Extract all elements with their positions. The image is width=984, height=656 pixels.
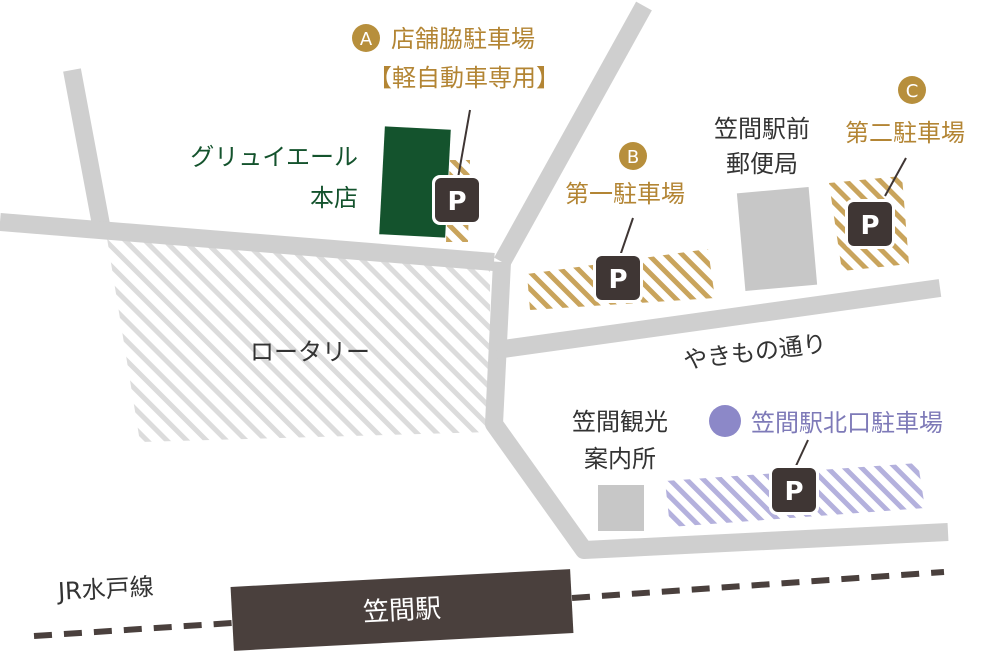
leader-line-b bbox=[619, 217, 634, 257]
post-office-label: 笠間駅前 郵便局 bbox=[714, 115, 810, 178]
parking-sign-c-plate bbox=[848, 202, 892, 246]
parking-sign-north-exit-plate bbox=[772, 468, 816, 512]
road-left-diagonal bbox=[63, 68, 111, 232]
road-yakimono-dori bbox=[494, 279, 942, 359]
parking-sign-b-letter: P bbox=[608, 265, 627, 295]
lot-b-badge-letter: B bbox=[627, 147, 639, 168]
post-office-building bbox=[736, 187, 818, 291]
rotary-area bbox=[106, 232, 490, 442]
parking-sign-a-letter: P bbox=[447, 187, 466, 217]
parking-sign-c: P bbox=[845, 199, 895, 249]
leader-line-c bbox=[884, 157, 907, 197]
tourist-info-label-line-1: 笠間観光 bbox=[572, 408, 668, 436]
station-label: 笠間駅 bbox=[362, 594, 441, 628]
railway-dashes-right bbox=[571, 569, 945, 601]
parking-sign-a: P bbox=[432, 175, 482, 225]
road-network bbox=[0, 1, 949, 559]
store-label-line-2: 本店 bbox=[310, 184, 358, 212]
post-office-label-line-2: 郵便局 bbox=[726, 150, 798, 178]
parking-sign-b: P bbox=[593, 253, 643, 303]
parking-sign-north-exit-letter: P bbox=[784, 477, 803, 507]
station-building: 笠間駅 bbox=[230, 569, 574, 651]
leader-line-a bbox=[457, 109, 471, 179]
parking-sign-a-plate bbox=[435, 178, 479, 222]
lot-b-badge bbox=[619, 142, 647, 170]
railway-jr-mito-line bbox=[33, 569, 945, 639]
parking-lot-a-label: A 店舗脇駐車場 【軽自動車専用】 bbox=[352, 24, 560, 92]
tourist-info-label: 笠間観光 案内所 bbox=[572, 408, 668, 473]
lot-a-name: 店舗脇駐車場 bbox=[391, 25, 535, 53]
station-block bbox=[230, 569, 574, 651]
post-office-label-line-1: 笠間駅前 bbox=[714, 115, 810, 143]
rotary-label: ロータリー bbox=[250, 338, 370, 366]
parking-lot-b-label: B 第一駐車場 bbox=[565, 142, 685, 208]
lot-c-badge-letter: C bbox=[906, 81, 919, 102]
leader-line-north-exit bbox=[794, 439, 809, 469]
lot-a-badge-letter: A bbox=[360, 29, 373, 50]
lot-a-badge bbox=[352, 24, 380, 52]
lot-a-note: 【軽自動車専用】 bbox=[368, 64, 560, 92]
rail-line-label: JR水戸線 bbox=[55, 573, 154, 606]
store-label-line-1: グリュイエール bbox=[190, 143, 358, 171]
road-top-horizontal bbox=[0, 213, 495, 271]
north-exit-badge bbox=[709, 405, 741, 437]
parking-lot-c-label: C 第二駐車場 bbox=[845, 76, 965, 147]
lot-c-name: 第二駐車場 bbox=[845, 119, 965, 147]
lot-c-badge bbox=[898, 76, 926, 104]
tourist-info-label-line-2: 案内所 bbox=[584, 445, 656, 473]
parking-sign-b-plate bbox=[596, 256, 640, 300]
parking-sign-c-letter: P bbox=[860, 211, 879, 241]
railway-dashes-left bbox=[33, 620, 233, 639]
store-label: グリュイエール 本店 bbox=[190, 143, 358, 212]
north-exit-name: 笠間駅北口駐車場 bbox=[751, 409, 943, 437]
parking-north-exit-label: 笠間駅北口駐車場 bbox=[709, 405, 943, 437]
tourist-info-building bbox=[598, 485, 644, 531]
road-main-north bbox=[494, 1, 652, 267]
street-label: やきもの通り bbox=[682, 329, 828, 374]
lot-b-name: 第一駐車場 bbox=[565, 180, 685, 208]
parking-sign-north-exit: P bbox=[769, 465, 819, 515]
